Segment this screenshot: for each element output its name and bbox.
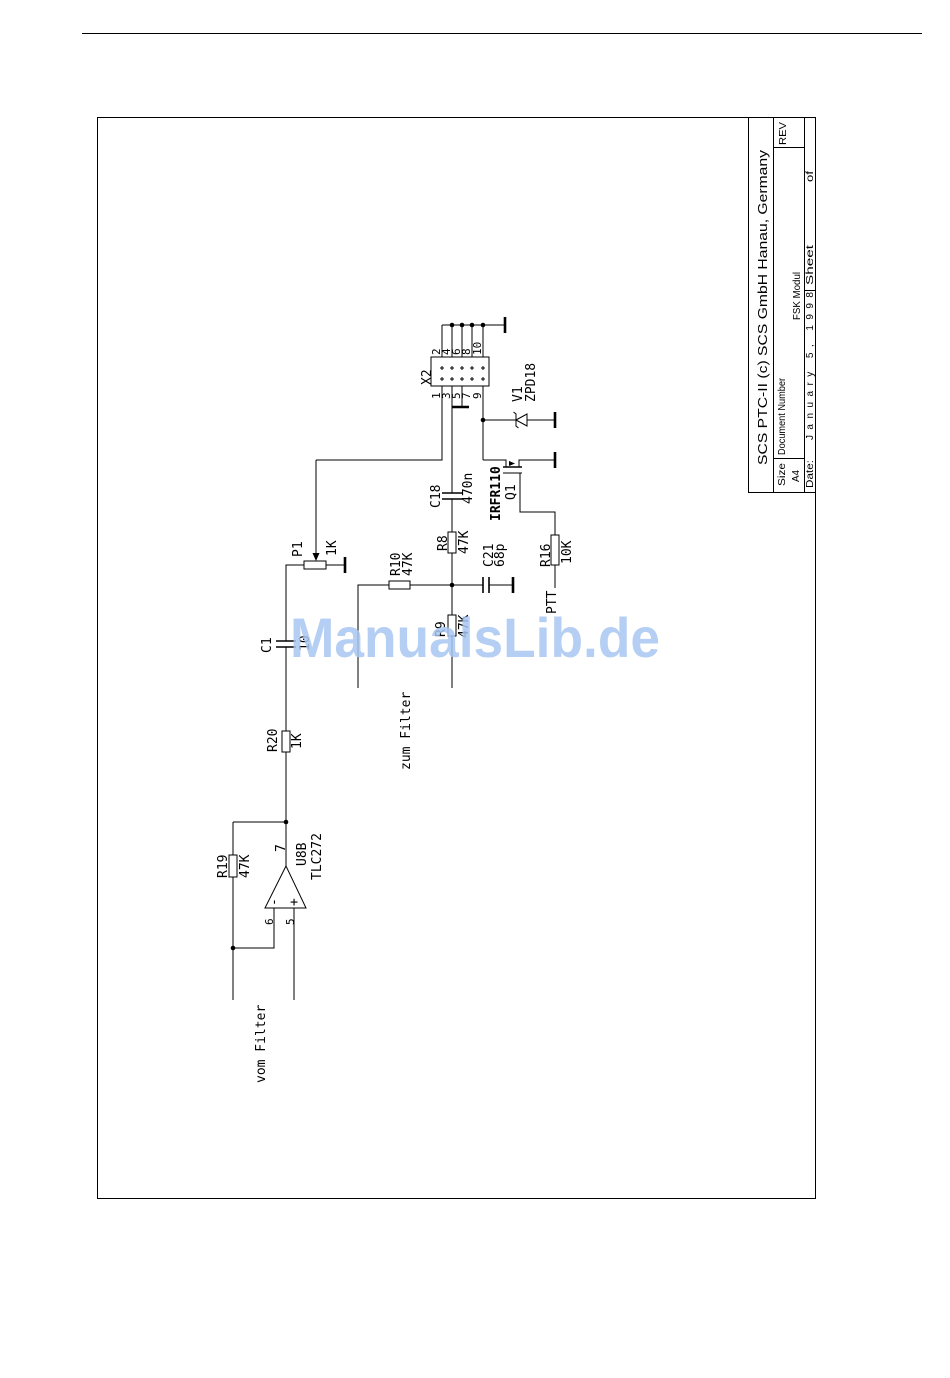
u8b-pin-inv: 6 <box>263 918 276 925</box>
x2-pin-label: 9 <box>471 392 484 399</box>
c1-ref: C1 <box>260 637 275 653</box>
resistor-r20: R20 1K <box>266 647 305 822</box>
title-size-label: Size <box>777 462 788 486</box>
u8b-value: TLC272 <box>310 833 325 880</box>
watermark: ManualsLib.de <box>290 606 660 669</box>
title-size-value: A4 <box>791 470 802 482</box>
u8b-sign-inv: - <box>267 898 282 906</box>
r19-ref: R19 <box>216 855 231 878</box>
v1-value: ZPD18 <box>524 363 539 402</box>
title-doc-number-value: FSK Modul <box>792 272 803 320</box>
title-of-label: of <box>805 171 816 182</box>
title-date-value: January 5, 1998 <box>805 292 816 440</box>
u8b-ref: U8B <box>295 842 310 866</box>
u8b-pin-out: 7 <box>274 844 289 852</box>
r16-ref: R16 <box>539 544 554 567</box>
c18-ref: C18 <box>429 485 444 508</box>
x2-ref: X2 <box>420 369 435 385</box>
title-company: SCS PTC-II (c) SCS GmbH Hanau, Germany <box>755 149 770 465</box>
resistor-r19: R19 47K <box>216 822 286 948</box>
r16-value: 10K <box>560 540 575 564</box>
resistor-r8: R8 47K <box>436 530 472 615</box>
q1-value: IRFR110 <box>489 466 504 521</box>
net-label-zum-filter: zum Filter <box>399 692 414 770</box>
r20-value: 1K <box>290 733 305 749</box>
connector-x2: X2 2 4 6 8 10 1 3 5 7 9 <box>420 317 505 460</box>
r8-ref: R8 <box>436 535 451 551</box>
title-sheet-label: Sheet <box>805 245 816 285</box>
zener-diode-v1: V1 ZPD18 <box>483 363 555 428</box>
net-label-vom-filter: vom Filter <box>254 1005 269 1083</box>
p1-value: 1K <box>325 540 340 556</box>
x2-pin-label: 10 <box>471 342 484 355</box>
title-doc-number-label: Document Number <box>777 377 788 455</box>
mosfet-q1: IRFR110 Q1 <box>483 452 555 535</box>
r10-value: 47K <box>401 552 416 576</box>
p1-ref: P1 <box>291 541 306 557</box>
potentiometer-p1: P1 1K <box>291 386 442 573</box>
r19-value: 47K <box>238 854 253 878</box>
opamp-u8b: - + 6 5 7 U8B TLC272 <box>231 820 325 1000</box>
q1-ref: Q1 <box>504 484 519 500</box>
title-rev-label: REV <box>778 122 789 145</box>
c21-value: 68p <box>493 543 508 567</box>
resistor-r16: R16 10K <box>539 535 575 588</box>
u8b-pin-noninv: 5 <box>284 918 297 925</box>
c18-value: 470n <box>461 473 476 504</box>
r20-ref: R20 <box>266 729 281 752</box>
title-block: SCS PTC-II (c) SCS GmbH Hanau, Germany S… <box>748 117 816 493</box>
title-date-label: Date: <box>805 460 816 488</box>
u8b-sign-noninv: + <box>287 898 302 906</box>
r8-value: 47K <box>457 530 472 554</box>
